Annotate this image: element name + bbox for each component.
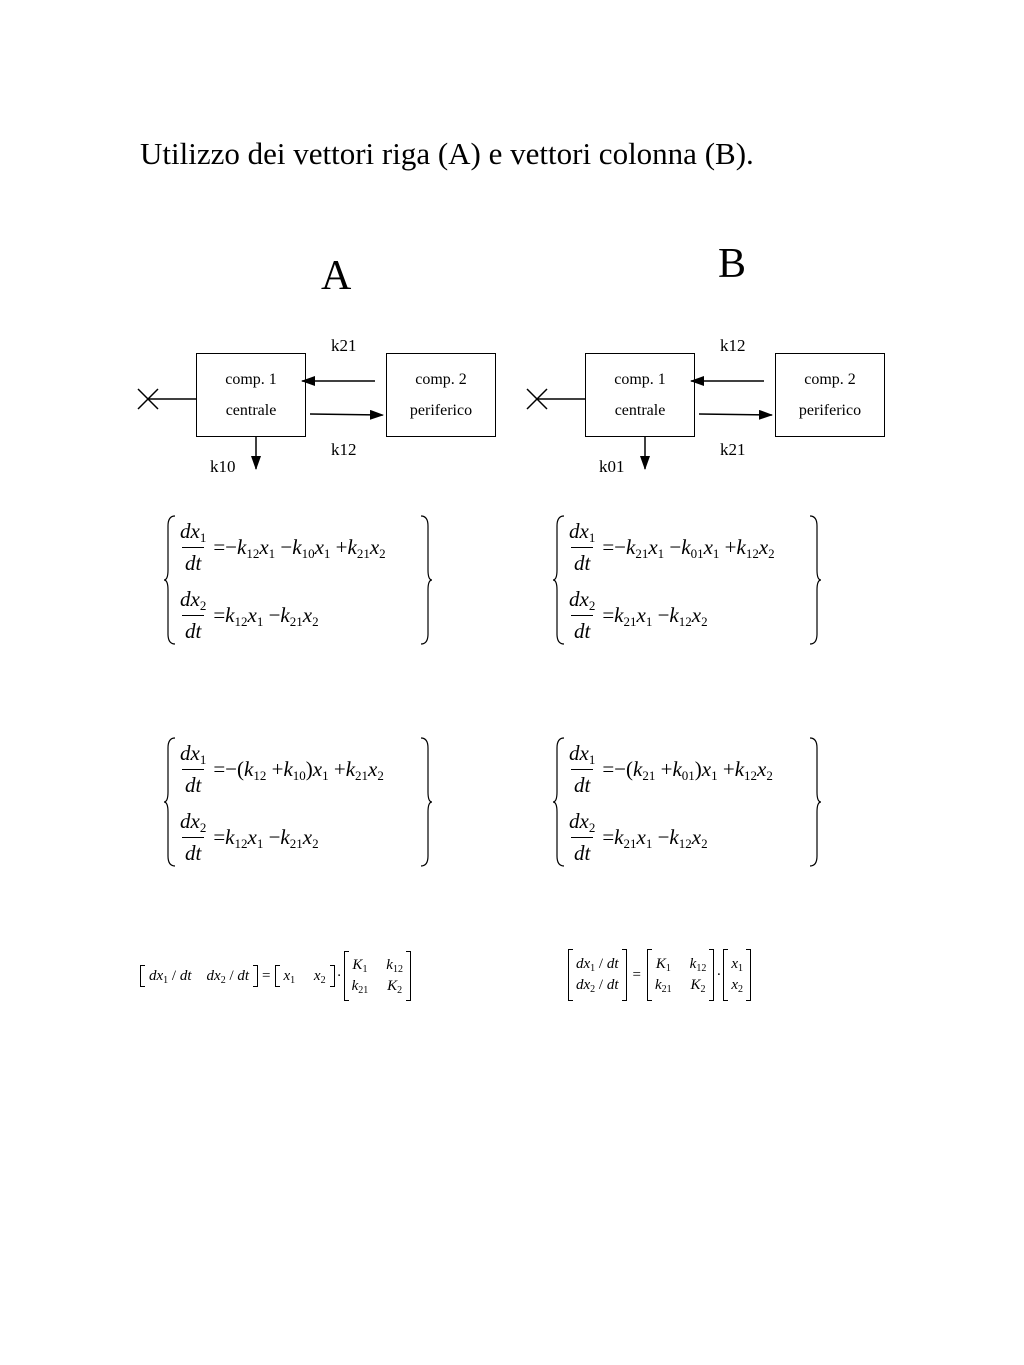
elimination-symbol-b: [526, 388, 586, 410]
rate-label-out-b: k01: [599, 457, 625, 476]
right-brace: [420, 515, 433, 645]
compartment-1-line2: centrale: [225, 402, 277, 419]
compartment-2-line1: comp. 2: [415, 371, 467, 388]
left-brace: [163, 737, 176, 867]
panel-label-a: A: [321, 253, 352, 299]
compartment-1-line2: centrale: [614, 402, 666, 419]
compartment-1-box-b: comp. 1 centrale: [585, 353, 695, 437]
rate-label-bottom-b: k21: [720, 440, 746, 459]
rate-label-top-b: k12: [720, 336, 746, 355]
compartment-1-line1: comp. 1: [614, 371, 666, 388]
rate-label-top-a: k21: [331, 336, 357, 355]
left-brace: [163, 515, 176, 645]
compartment-2-line2: periferico: [798, 402, 862, 419]
rate-label-out-a: k10: [210, 457, 236, 476]
compartment-2-line2: periferico: [409, 402, 473, 419]
left-brace: [552, 737, 565, 867]
arrow-comp1-to-comp2-b: [698, 409, 773, 420]
right-brace: [809, 515, 822, 645]
compartment-2-box-b: comp. 2 periferico: [775, 353, 885, 437]
page-title: Utilizzo dei vettori riga (A) e vettori …: [140, 136, 754, 171]
left-brace: [552, 515, 565, 645]
compartment-2-line1: comp. 2: [804, 371, 856, 388]
elimination-symbol-a: [137, 388, 197, 410]
right-brace: [420, 737, 433, 867]
right-brace: [809, 737, 822, 867]
panel-label-b: B: [718, 241, 747, 287]
compartment-1-box-a: comp. 1 centrale: [196, 353, 306, 437]
rate-label-bottom-a: k12: [331, 440, 357, 459]
arrow-comp1-to-comp2-a: [309, 409, 384, 420]
compartment-1-line1: comp. 1: [225, 371, 277, 388]
compartment-2-box-a: comp. 2 periferico: [386, 353, 496, 437]
